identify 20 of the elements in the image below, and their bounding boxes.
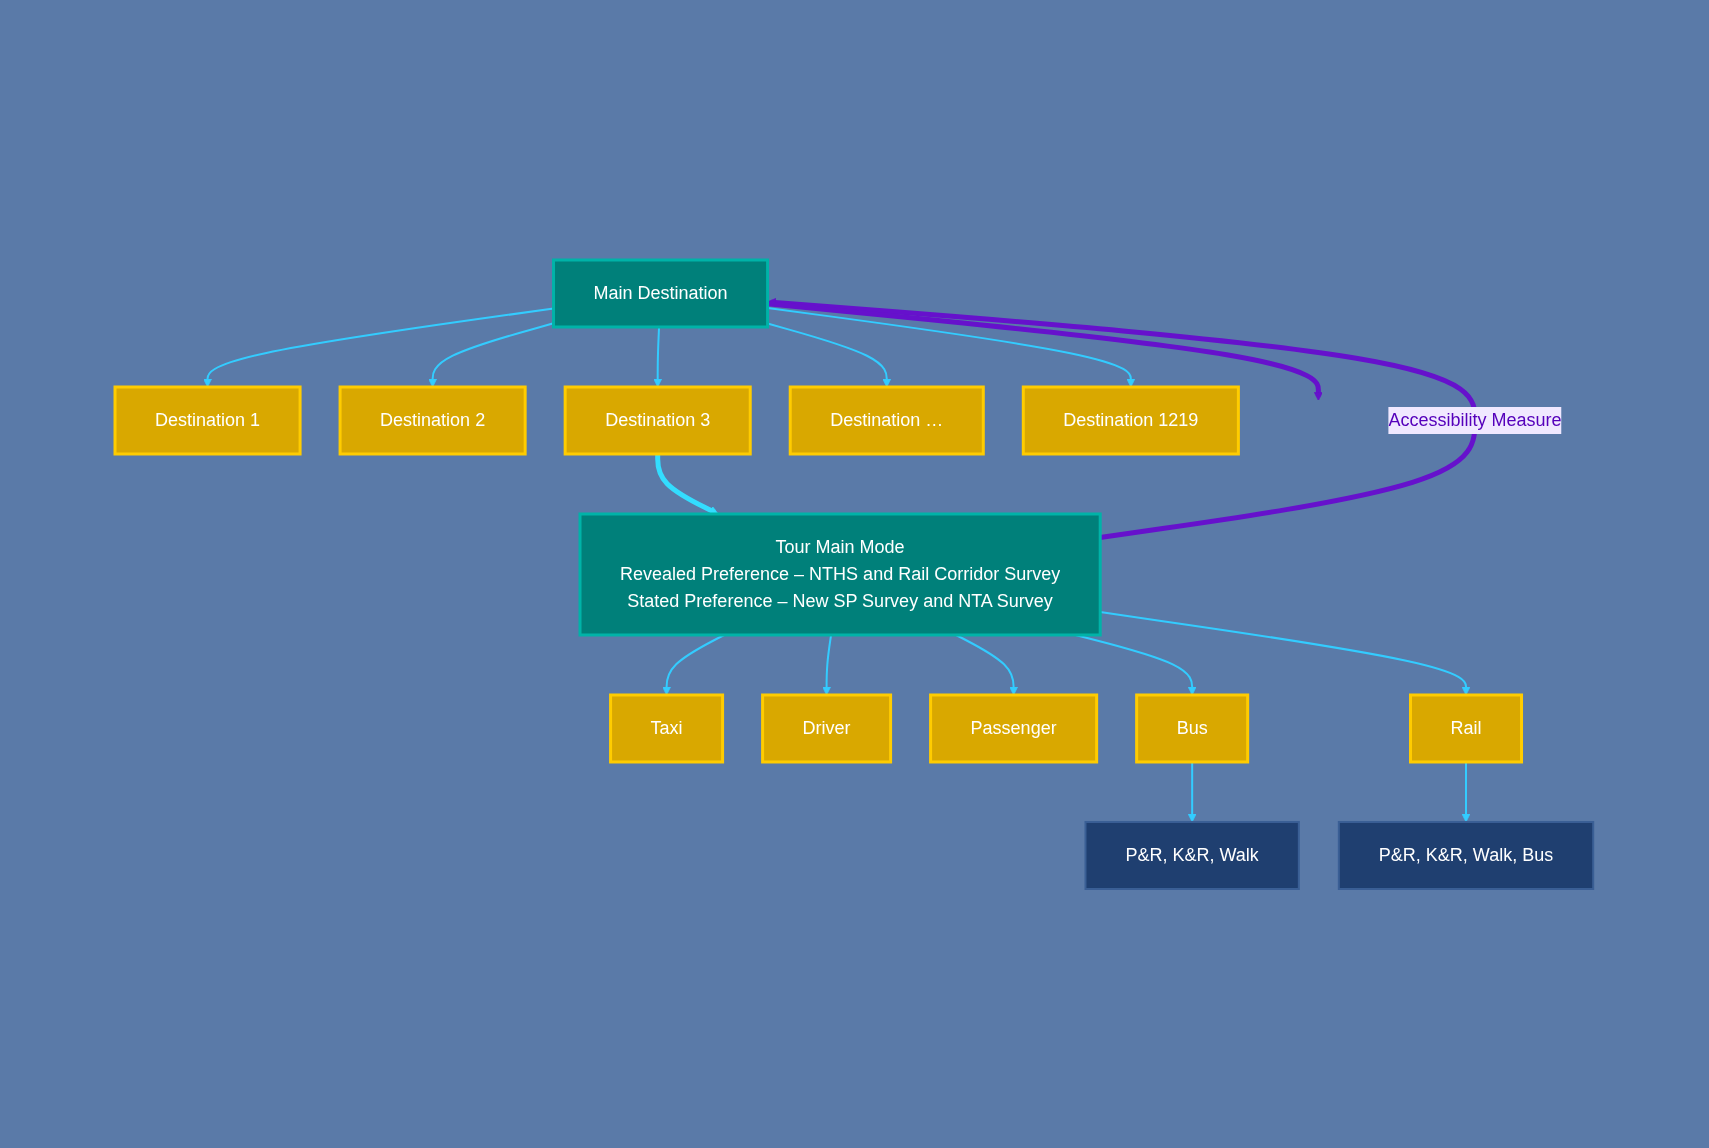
node-box: Destination … xyxy=(789,385,986,455)
node-box: Driver xyxy=(761,693,893,763)
node-box: P&R, K&R, Walk xyxy=(1084,820,1301,890)
node-box: Taxi xyxy=(609,693,725,763)
node-box: Main Destination xyxy=(552,258,770,328)
node-box: Destination 1 xyxy=(113,385,302,455)
edge-label: Accessibility Measure xyxy=(1388,409,1562,430)
arrow xyxy=(767,306,1136,387)
arrow xyxy=(767,300,1324,401)
node-box: Tour Main Mode Revealed Preference – NTHS and Rail Corridor Survey Stated Preference – New SP Survey and NTA Survey xyxy=(578,512,1103,636)
node-box: Destination 1219 xyxy=(1022,385,1241,455)
node-box: Rail xyxy=(1409,693,1524,763)
arrow xyxy=(767,322,892,387)
node-box: Destination 2 xyxy=(339,385,528,455)
node-box: Passenger xyxy=(929,693,1099,763)
node-box: P&R, K&R, Walk, Bus xyxy=(1338,820,1595,890)
node-box: Bus xyxy=(1135,693,1250,763)
arrow xyxy=(767,297,1478,540)
node-box: Destination 3 xyxy=(564,385,753,455)
arrow xyxy=(655,453,719,514)
